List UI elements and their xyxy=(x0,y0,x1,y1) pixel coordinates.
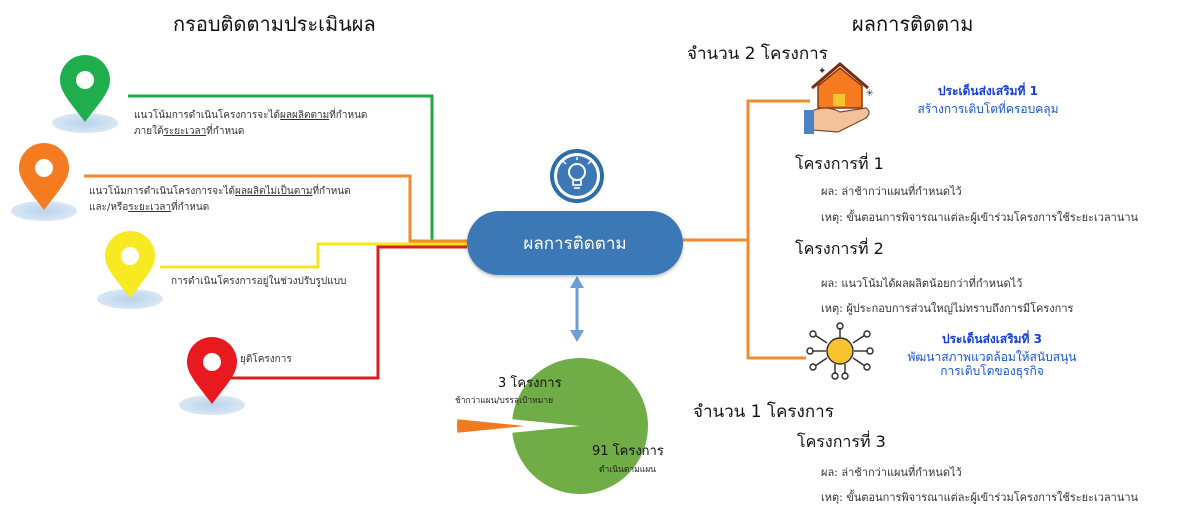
p3-result: ผล: ล่าช้ากว่าแผนที่กำหนดไว้ xyxy=(821,466,962,479)
pie-large-count: 91 โครงการ xyxy=(592,444,664,459)
p1-title: โครงการที่ 1 xyxy=(795,154,884,173)
p3-title: โครงการที่ 3 xyxy=(797,432,886,451)
legend-orange: แนวโน้มการดำเนินโครงการจะได้ผลผลิตไม่เป็… xyxy=(89,186,351,213)
right-branch xyxy=(746,99,810,360)
promo3-title: ประเด็นส่งเสริมที่ 3 xyxy=(941,332,1042,346)
legend-red: ยุติโครงการ xyxy=(240,354,292,365)
center-node: ผลการติดตาม xyxy=(467,211,683,275)
pie-small-label: ช้ากว่าแผน/บรรลุเป้าหมาย xyxy=(455,396,554,406)
pie-large-label: ดำเนินตามแผน xyxy=(599,465,656,475)
promo1-subtitle: สร้างการเติบโตที่ครอบคลุม xyxy=(917,102,1059,116)
p1-result: ผล: ล่าช้ากว่าแผนที่กำหนดไว้ xyxy=(821,185,962,198)
promo1-title: ประเด็นส่งเสริมที่ 1 xyxy=(937,84,1038,98)
green-pin-icon xyxy=(52,55,118,133)
yellow-pin-icon xyxy=(97,231,163,309)
left-title: กรอบติดตามประเมินผล xyxy=(173,12,376,36)
pie-small-count: 3 โครงการ xyxy=(498,376,562,391)
promo3-subtitle-2: การเติบโตของธุรกิจ xyxy=(940,364,1044,378)
count-bottom: จำนวน 1 โครงการ xyxy=(693,402,834,422)
count-top: จำนวน 2 โครงการ xyxy=(687,44,828,64)
p1-cause: เหตุ: ขั้นตอนการพิจารณาแต่ละผู้เข้าร่วมโ… xyxy=(821,211,1139,224)
p2-title: โครงการที่ 2 xyxy=(795,239,884,258)
pie-slice-large xyxy=(512,357,649,494)
p2-cause: เหตุ: ผู้ประกอบการส่วนใหญ่ไม่ทราบถึงการม… xyxy=(821,302,1074,315)
pie-slice-small xyxy=(457,419,525,433)
arrow-down-head xyxy=(570,330,584,342)
orange-pin-icon xyxy=(11,143,77,221)
right-title: ผลการติดตาม xyxy=(852,12,974,36)
yellow-connector xyxy=(160,242,467,269)
orange-connector xyxy=(84,174,467,243)
promo3-subtitle-1: พัฒนาสภาพแวดล้อมให้สนับสนุน xyxy=(907,350,1077,364)
legend-yellow: การดำเนินโครงการอยู่ในช่วงปรับรูปแบบ xyxy=(171,276,347,287)
arrow-up-head xyxy=(570,276,584,288)
red-pin-icon xyxy=(179,336,245,415)
p2-result: ผล: แนวโน้มได้ผลผลิตน้อยกว่าที่กำหนดไว้ xyxy=(821,277,1023,290)
svg-text:✦: ✦ xyxy=(818,66,826,77)
legend-green: แนวโน้มการดำเนินโครงการจะได้ผลผลิตตามที่… xyxy=(134,110,368,137)
red-connector xyxy=(228,245,467,380)
p3-cause: เหตุ: ขั้นตอนการพิจารณาแต่ละผู้เข้าร่วมโ… xyxy=(821,491,1139,504)
svg-text:✳: ✳ xyxy=(866,89,874,99)
